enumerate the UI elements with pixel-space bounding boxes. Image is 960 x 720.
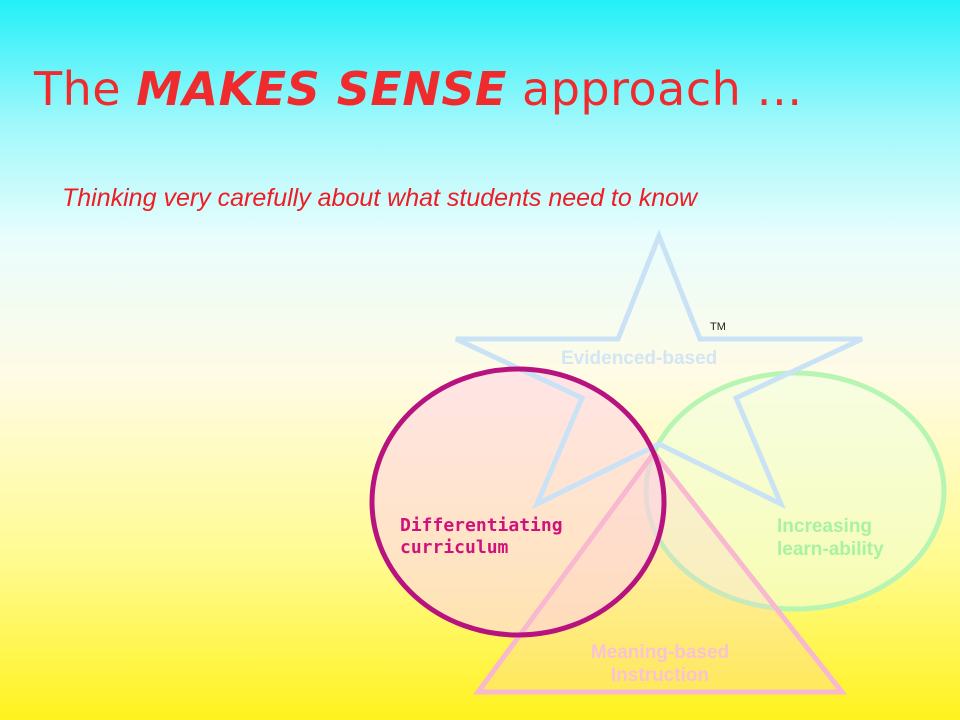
triangle-label: Meaning-based Instruction [520, 642, 800, 688]
trademark-mark: TM [710, 321, 726, 333]
star-label: Evidenced-based [561, 348, 718, 369]
slide-subtitle: Thinking very carefully about what stude… [62, 184, 698, 212]
right-circle-label-line1: Increasing [777, 516, 873, 537]
triangle-outline [473, 448, 848, 695]
title-emphasis: MAKES SENSE [136, 62, 507, 116]
triangle-label-line2: Instruction [610, 664, 710, 686]
star-outline [454, 229, 864, 510]
left-circle-outline [369, 366, 667, 638]
slide-title: The MAKES SENSE approach … [34, 62, 803, 116]
right-circle-label-line2: learn-ability [777, 538, 884, 560]
left-circle-label-line1: Differentiating [400, 515, 563, 536]
title-suffix: approach … [506, 62, 803, 116]
left-circle-label-line2: curriculum [400, 536, 509, 558]
left-circle-fill [372, 369, 664, 635]
title-prefix: The [34, 62, 137, 116]
left-circle-label: Differentiating curriculum [400, 515, 563, 558]
right-circle-label: Increasing learn-ability [777, 516, 884, 562]
triangle-label-line1: Meaning-based [590, 642, 730, 663]
